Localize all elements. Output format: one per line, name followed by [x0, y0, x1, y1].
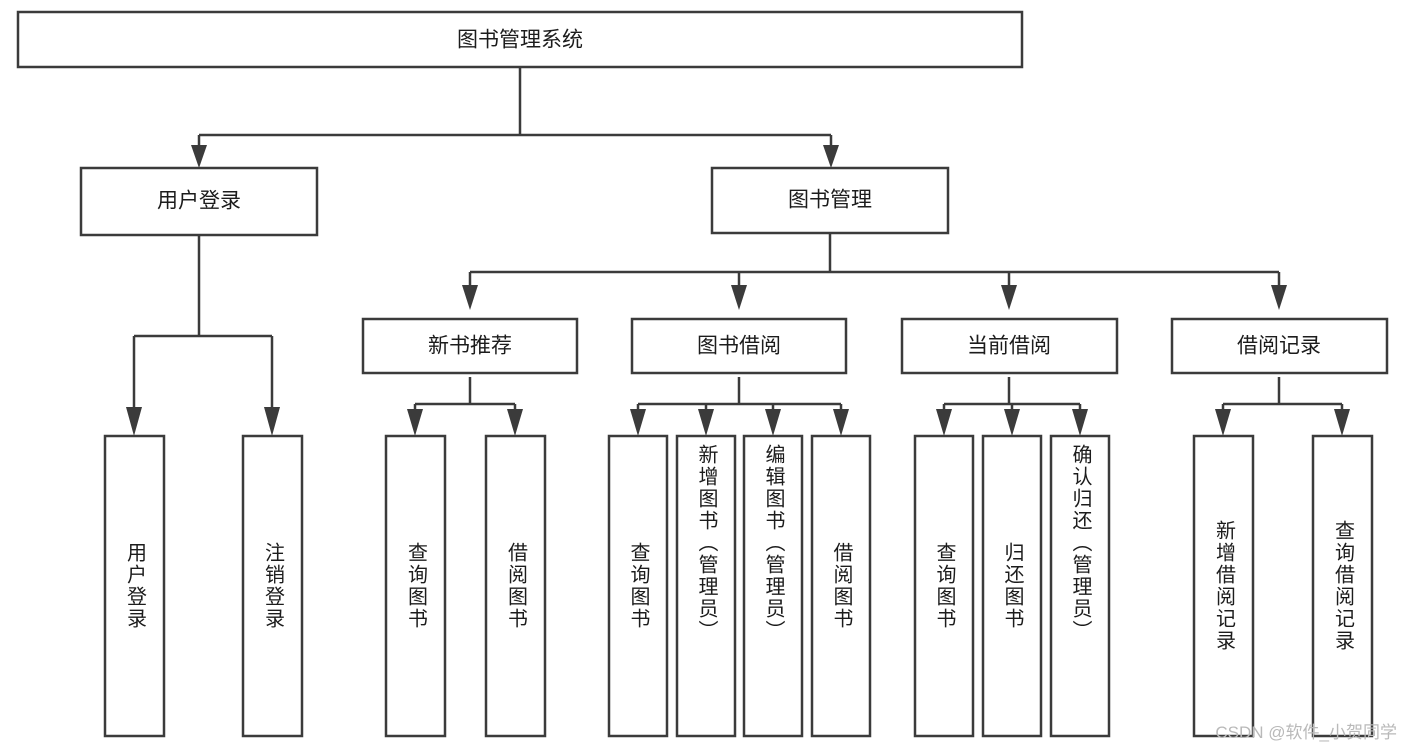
connector-bookmgmt-to-level3	[462, 233, 1287, 310]
node-borrow-record[interactable]: 借阅记录	[1170, 317, 1389, 375]
node-user-login[interactable]: 用户登录	[79, 166, 319, 237]
node-user-login-label: 用户登录	[157, 190, 241, 213]
leaf-box-query-record[interactable]	[1311, 434, 1374, 738]
leaf-box-add-record[interactable]	[1192, 434, 1255, 738]
leaf-label-logout: 注销登录	[261, 542, 284, 630]
watermark-text: CSDN @软件_小贺同学	[1215, 723, 1397, 742]
leaf-box-group	[103, 434, 1374, 738]
leaf-box-query-book-bb[interactable]	[607, 434, 669, 738]
leaf-box-borrow-book-nb[interactable]	[484, 434, 547, 738]
leaf-label-borrow-book-bb: 借阅图书	[830, 542, 852, 630]
connector-root-to-level2	[191, 67, 839, 168]
node-root[interactable]: 图书管理系统	[16, 10, 1024, 69]
leaf-label-query-book-bb: 查询图书	[627, 542, 649, 630]
leaf-box-borrow-book-bb[interactable]	[810, 434, 872, 738]
leaf-box-logout[interactable]	[241, 434, 304, 738]
connector-current-to-leaves	[936, 377, 1088, 436]
leaf-label-query-book-cb: 查询图书	[933, 542, 955, 630]
leaf-label-user-login: 用户登录	[123, 542, 146, 630]
leaf-box-user-login[interactable]	[103, 434, 166, 738]
leaf-box-query-book-nb[interactable]	[384, 434, 447, 738]
leaf-label-query-record: 查询借阅记录	[1331, 520, 1354, 652]
leaf-label-confirm-return: 确认归还（管理员）	[1069, 444, 1091, 642]
node-new-book-recommend-label: 新书推荐	[428, 335, 512, 358]
leaf-box-edit-book[interactable]	[742, 434, 804, 738]
connector-record-to-leaves	[1215, 377, 1350, 436]
leaf-label-query-book-nb: 查询图书	[404, 542, 427, 630]
node-book-borrow-label: 图书借阅	[697, 335, 781, 358]
node-current-borrow-label: 当前借阅	[967, 335, 1051, 358]
leaf-label-add-book: 新增图书（管理员）	[695, 444, 717, 642]
leaf-box-add-book[interactable]	[675, 434, 737, 738]
leaf-label-borrow-book-nb: 借阅图书	[504, 542, 527, 630]
leaf-box-confirm-return[interactable]	[1049, 434, 1111, 738]
leaf-label-add-record: 新增借阅记录	[1212, 520, 1235, 652]
leaf-box-query-book-cb[interactable]	[913, 434, 975, 738]
node-current-borrow[interactable]: 当前借阅	[900, 317, 1119, 375]
node-book-management-label: 图书管理	[788, 189, 872, 212]
connector-userlogin-to-leaves	[126, 235, 280, 436]
leaf-label-edit-book: 编辑图书（管理员）	[762, 444, 784, 642]
connector-borrow-to-leaves	[630, 377, 849, 436]
node-root-label: 图书管理系统	[457, 29, 583, 52]
leaf-box-return-book[interactable]	[981, 434, 1043, 738]
node-book-borrow[interactable]: 图书借阅	[630, 317, 848, 375]
node-book-management[interactable]: 图书管理	[710, 166, 950, 235]
node-borrow-record-label: 借阅记录	[1237, 335, 1321, 358]
leaf-label-return-book: 归还图书	[1001, 542, 1023, 630]
connector-newbook-to-leaves	[407, 377, 523, 436]
node-new-book-recommend[interactable]: 新书推荐	[361, 317, 579, 375]
